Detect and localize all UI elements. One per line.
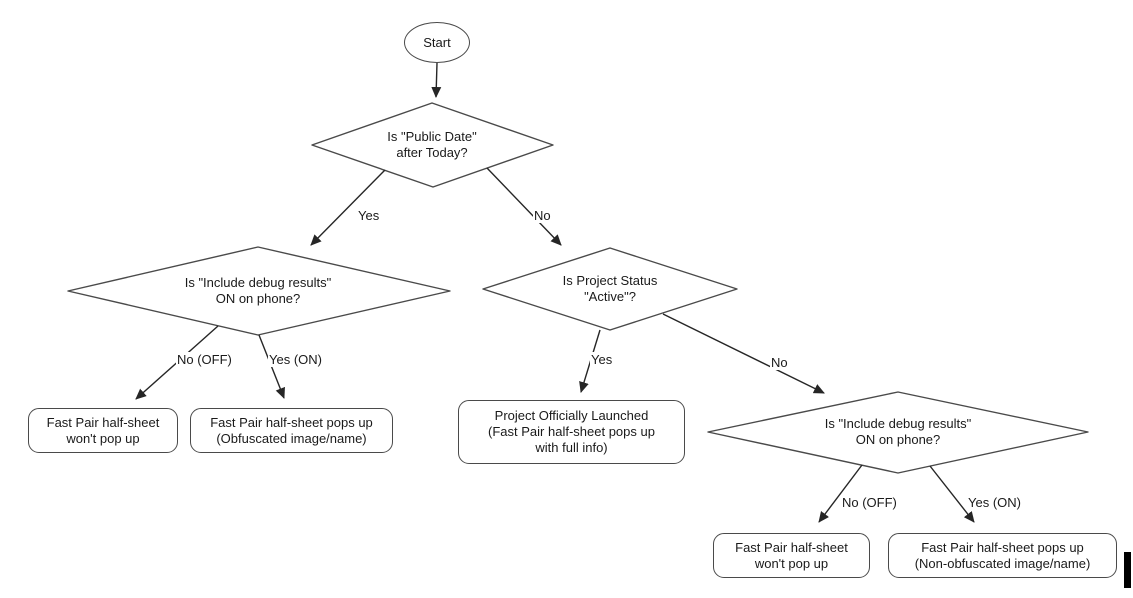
decision-public-date-shape [311,102,554,188]
edge-label-debug-right-no: No (OFF) [841,495,898,510]
node-non-obfuscated-line1: Fast Pair half-sheet pops up [921,539,1084,555]
node-no-popup-right-line1: Fast Pair half-sheet [735,539,848,555]
decision-debug-left-shape [67,246,451,336]
node-non-obfuscated-line2: (Non-obfuscated image/name) [914,555,1091,571]
text-cursor-artifact [1124,552,1131,588]
decision-project-status-shape [482,247,738,331]
edge-label-public-date-yes: Yes [357,208,381,223]
edge-label-debug-right-yes: Yes (ON) [967,495,1022,510]
node-no-popup-left-line1: Fast Pair half-sheet [46,414,160,430]
node-project-launched-line1: Project Officially Launched [494,408,649,423]
node-obfuscated-line1: Fast Pair half-sheet pops up [210,414,373,430]
node-no-popup-right-line2: won't pop up [754,555,829,571]
edge-label-public-date-no: No [533,208,552,223]
edge-label-project-status-yes: Yes [590,352,614,367]
decision-debug-right-shape [707,391,1089,474]
edge-start-to-public-date [431,62,442,98]
node-no-popup-left-line2: won't pop up [66,430,140,446]
edge-label-project-status-no: No [770,355,789,370]
node-no-popup-right: Fast Pair half-sheet won't pop up [713,533,870,578]
edge-project-status-no [662,313,825,394]
node-project-launched-line3: with full info) [535,440,608,455]
node-start: Start [404,22,470,63]
node-project-launched: Project Officially Launched (Fast Pair h… [458,400,685,464]
node-obfuscated-popup: Fast Pair half-sheet pops up (Obfuscated… [190,408,393,453]
node-obfuscated-line2: (Obfuscated image/name) [216,430,367,446]
node-project-launched-line2: (Fast Pair half-sheet pops up [488,424,655,439]
node-no-popup-left: Fast Pair half-sheet won't pop up [28,408,178,453]
edge-label-debug-left-no: No (OFF) [176,352,233,367]
edge-debug-right-yes [929,465,975,523]
node-start-label: Start [423,35,451,50]
edge-debug-right-no [818,464,863,523]
edge-label-debug-left-yes: Yes (ON) [268,352,323,367]
edge-public-date-yes [310,169,386,246]
node-non-obfuscated-popup: Fast Pair half-sheet pops up (Non-obfusc… [888,533,1117,578]
edge-public-date-no [486,167,562,246]
